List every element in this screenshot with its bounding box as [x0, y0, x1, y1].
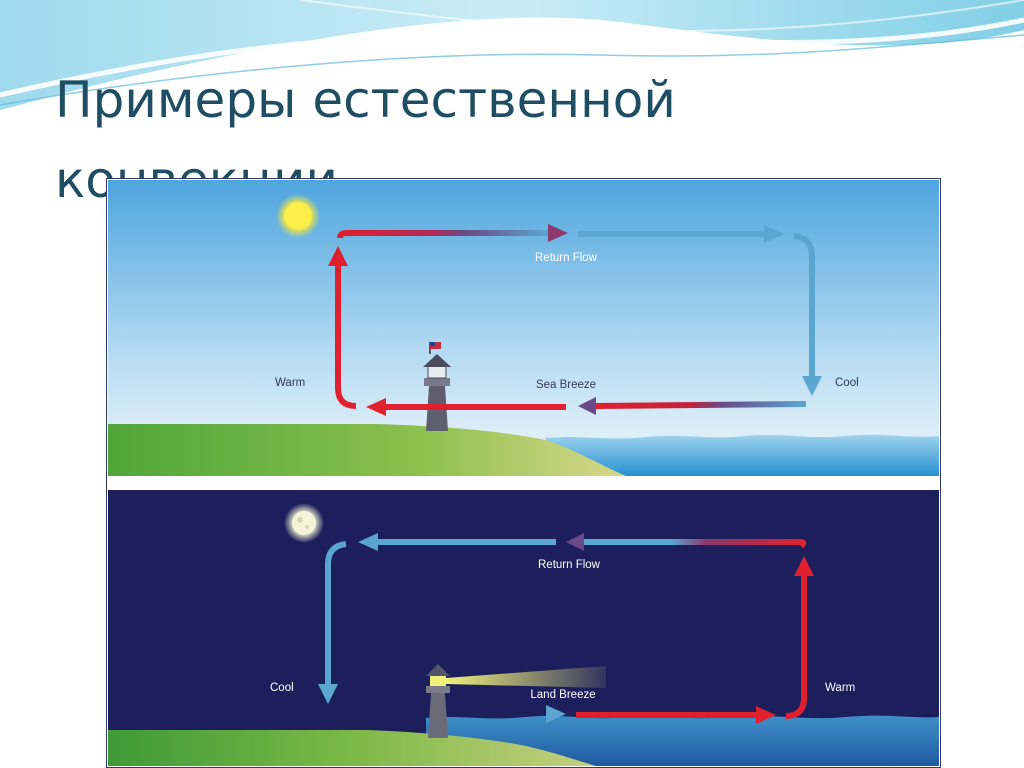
night-warm-up-arrow — [785, 556, 814, 719]
sun-core — [284, 202, 312, 230]
moon-core — [292, 511, 316, 535]
night-warm-label: Warm — [825, 682, 855, 694]
night-return-flow-arrow — [358, 533, 807, 551]
night-return-flow-label: Return Flow — [538, 559, 601, 571]
day-return-flow-arrow — [337, 224, 784, 243]
day-land — [108, 424, 626, 476]
day-sea — [546, 434, 939, 476]
night-land-breeze-label: Land Breeze — [530, 689, 595, 701]
day-sea-breeze-arrow — [366, 397, 807, 416]
night-cool-down-arrow — [318, 541, 347, 704]
night-cool-label: Cool — [270, 682, 294, 694]
day-lighthouse-icon — [423, 342, 451, 431]
day-cool-down-arrow — [793, 233, 822, 396]
night-land-breeze-arrow — [338, 705, 776, 724]
day-cool-label: Cool — [835, 377, 859, 389]
day-panel: Return Flow Sea Breeze Warm Cool — [108, 180, 939, 476]
sea-land-breeze-diagram: Return Flow Sea Breeze Warm Cool — [106, 178, 941, 768]
panel-separator — [108, 476, 939, 490]
lighthouse-beam — [446, 666, 606, 688]
day-warm-up-arrow — [328, 246, 357, 409]
day-sea-breeze-label: Sea Breeze — [536, 379, 596, 391]
day-return-flow-label: Return Flow — [535, 252, 598, 264]
night-land — [108, 730, 596, 766]
day-warm-label: Warm — [275, 377, 305, 389]
night-panel: Return Flow Land Breeze Cool Warm — [108, 490, 939, 766]
